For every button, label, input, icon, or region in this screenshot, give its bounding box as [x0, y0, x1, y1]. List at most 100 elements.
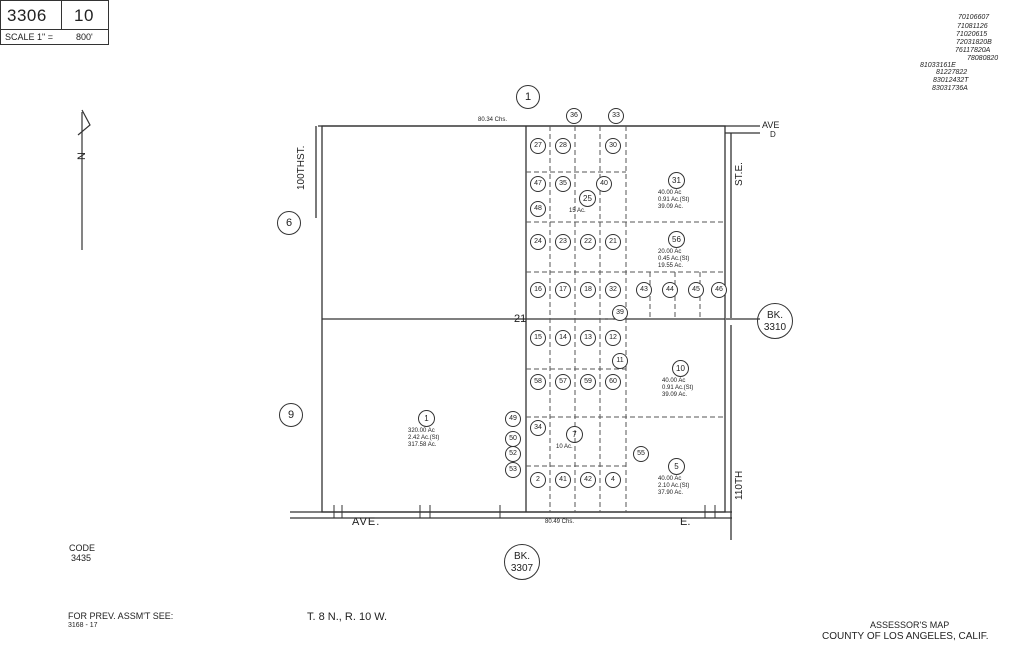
- small-parcel-number: 23: [555, 234, 571, 250]
- map-title: ASSESSOR'S MAP: [870, 620, 950, 630]
- small-parcel-number: 13: [580, 330, 596, 346]
- parcel-number: 25: [579, 190, 596, 207]
- corner-ref: 76117820A: [955, 47, 991, 54]
- small-parcel-number: 60: [605, 374, 621, 390]
- neighbor-left-lower: 9: [279, 403, 303, 427]
- road-110th: 110TH: [734, 470, 745, 500]
- scale-value: 800': [76, 32, 93, 42]
- prev-assessment-label: FOR PREV. ASSM'T SEE:: [68, 611, 174, 621]
- road-100th: 100TH: [296, 159, 307, 190]
- small-parcel-number: 12: [605, 330, 621, 346]
- small-parcel-number: 35: [555, 176, 571, 192]
- parcel-acreage: 317.58 Ac.: [408, 442, 437, 448]
- parcel-acreage: 0.91 Ac.(St): [658, 197, 690, 203]
- neighbor-top: 1: [516, 85, 540, 109]
- north-label: N: [75, 152, 88, 160]
- parcel-number: 31: [668, 172, 685, 189]
- map-header: 3306 10 SCALE 1" = 800': [0, 0, 110, 45]
- small-parcel-number: 2: [530, 472, 546, 488]
- small-parcel-number: 21: [605, 234, 621, 250]
- small-parcel-number: 36: [566, 108, 582, 124]
- parcel-acreage: 15 Ac.: [569, 208, 586, 214]
- map-subtitle: COUNTY OF LOS ANGELES, CALIF.: [822, 631, 989, 642]
- parcel-acreage: 10 Ac.: [556, 444, 573, 450]
- small-parcel-number: 28: [555, 138, 571, 154]
- top-chains: 80.34 Chs.: [478, 117, 508, 123]
- bottom-bk-label: BK.: [513, 551, 531, 562]
- corner-ref: 81227822: [936, 69, 968, 76]
- small-parcel-number: 27: [530, 138, 546, 154]
- parcel-number: 1: [418, 410, 435, 427]
- parcel-acreage: 20.00 Ac: [658, 249, 682, 255]
- road-ave-e-right: E.: [680, 516, 691, 528]
- right-bk-num: 3310: [763, 322, 787, 333]
- small-parcel-number: 43: [636, 282, 652, 298]
- corner-ref: 71020615: [956, 31, 988, 38]
- neighbor-right-book: BK. 3310: [757, 303, 793, 339]
- road-ave-e-left: AVE.: [352, 516, 381, 528]
- prev-assessment-value: 3168 - 17: [68, 622, 98, 629]
- parcel-number: 56: [668, 231, 685, 248]
- small-parcel-number: 52: [505, 446, 521, 462]
- neighbor-bottom-book: BK. 3307: [504, 544, 540, 580]
- parcel-acreage: 19.55 Ac.: [658, 263, 684, 269]
- book-number: 3306: [7, 6, 47, 25]
- parcel-number: 7: [566, 426, 583, 443]
- small-parcel-number: 44: [662, 282, 678, 298]
- road-st-e: ST.E.: [734, 162, 745, 186]
- small-parcel-number: 17: [555, 282, 571, 298]
- parcel-acreage: 2.10 Ac.(St): [658, 483, 690, 489]
- small-parcel-number: 53: [505, 462, 521, 478]
- small-parcel-number: 46: [711, 282, 727, 298]
- corner-ref: 81033161E: [920, 62, 956, 69]
- code-label: CODE: [69, 543, 96, 553]
- corner-ref: 78080820: [967, 55, 999, 62]
- small-parcel-number: 39: [612, 305, 628, 321]
- bottom-bk-num: 3307: [510, 563, 534, 574]
- small-parcel-number: 59: [580, 374, 596, 390]
- right-bk-label: BK.: [766, 310, 784, 321]
- small-parcel-number: 32: [605, 282, 621, 298]
- small-parcel-number: 58: [530, 374, 546, 390]
- small-parcel-number: 45: [688, 282, 704, 298]
- small-parcel-number: 48: [530, 201, 546, 217]
- small-parcel-number: 14: [555, 330, 571, 346]
- page-number: 10: [74, 6, 94, 25]
- parcel-acreage: 40.00 Ac: [662, 378, 686, 384]
- corner-ref: 71081126: [957, 23, 988, 30]
- road-ave-d: AVE: [762, 120, 780, 130]
- neighbor-left-upper: 6: [277, 211, 301, 235]
- small-parcel-number: 16: [530, 282, 546, 298]
- parcel-acreage: 37.90 Ac.: [658, 490, 684, 496]
- corner-ref: 83012432T: [933, 77, 969, 84]
- code-value: 3435: [71, 553, 92, 563]
- parcel-acreage: 40.00 Ac: [658, 476, 682, 482]
- small-parcel-number: 33: [608, 108, 624, 124]
- small-parcel-number: 18: [580, 282, 596, 298]
- parcel-number: 10: [672, 360, 689, 377]
- small-parcel-number: 22: [580, 234, 596, 250]
- small-parcel-number: 55: [633, 446, 649, 462]
- parcel-acreage: 0.45 Ac.(St): [658, 256, 690, 262]
- scale-box: [0, 29, 109, 45]
- small-parcel-number: 15: [530, 330, 546, 346]
- small-parcel-number: 11: [612, 353, 628, 369]
- parcel-number: 5: [668, 458, 685, 475]
- parcel-acreage: 0.91 Ac.(St): [662, 385, 694, 391]
- parcel-acreage: 2.42 Ac.(St): [408, 435, 440, 441]
- corner-ref: 83031736A: [932, 85, 968, 92]
- small-parcel-number: 41: [555, 472, 571, 488]
- scale-label: SCALE 1" =: [5, 32, 53, 42]
- road-100th-suffix: ST.: [296, 145, 307, 160]
- parcel-acreage: 40.00 Ac: [658, 190, 682, 196]
- small-parcel-number: 4: [605, 472, 621, 488]
- small-parcel-number: 47: [530, 176, 546, 192]
- small-parcel-number: 34: [530, 420, 546, 436]
- small-parcel-number: 24: [530, 234, 546, 250]
- corner-ref: 70106607: [958, 14, 990, 21]
- small-parcel-number: 49: [505, 411, 521, 427]
- bottom-chains: 80.49 Chs.: [545, 519, 575, 525]
- small-parcel-number: 42: [580, 472, 596, 488]
- small-parcel-number: 57: [555, 374, 571, 390]
